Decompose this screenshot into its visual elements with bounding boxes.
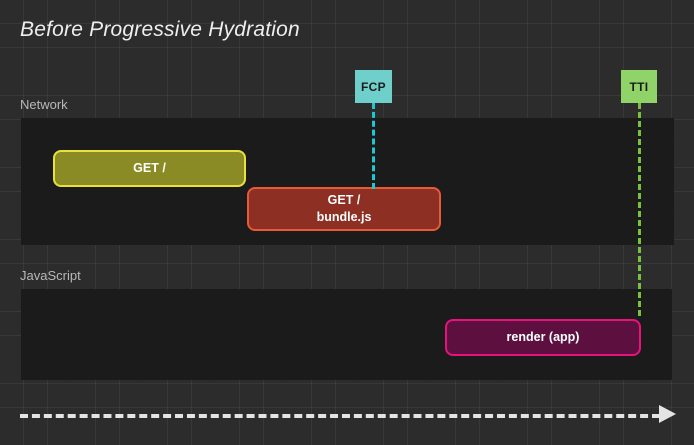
lane-label-network: Network: [20, 97, 68, 112]
marker-badge-fcp[interactable]: FCP: [355, 70, 392, 103]
bar-get-bundle-label: GET / bundle.js: [317, 192, 372, 226]
lane-label-javascript: JavaScript: [20, 268, 81, 283]
time-arrow-icon: [659, 405, 676, 423]
bar-get-bundle-line2: bundle.js: [316, 210, 372, 224]
page-title: Before Progressive Hydration: [20, 18, 300, 41]
bar-get-bundle[interactable]: GET / bundle.js: [247, 187, 441, 231]
marker-badge-tti[interactable]: TTI: [621, 70, 657, 103]
marker-line-tti: [638, 103, 641, 316]
timeline-axis: [20, 414, 660, 418]
bar-render-app[interactable]: render (app): [445, 319, 641, 356]
bar-get-root[interactable]: GET /: [53, 150, 246, 187]
bar-get-bundle-line1: GET /: [327, 193, 361, 208]
marker-line-fcp: [372, 103, 375, 189]
